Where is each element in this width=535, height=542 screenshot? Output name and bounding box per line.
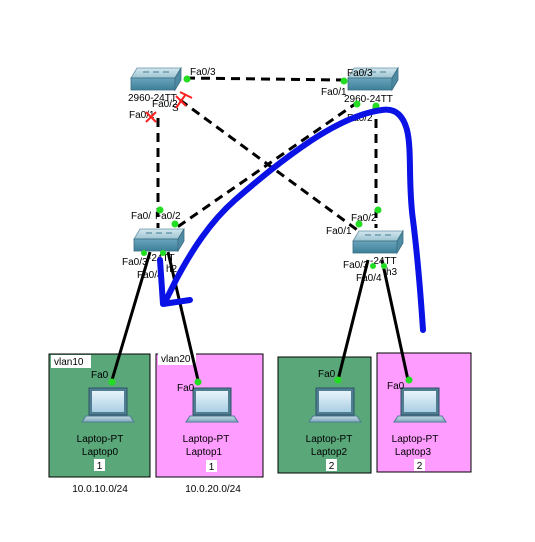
link-tr-ml[interactable] (175, 100, 359, 230)
link-down-markers (145, 91, 193, 123)
switch-top-right[interactable] (347, 66, 399, 92)
port-label: Fa0/ (131, 211, 151, 222)
svg-text:1: 1 (209, 462, 215, 473)
link-ml-laptop1[interactable] (166, 251, 200, 381)
port-label: Fa0/2 (152, 99, 178, 110)
switch-mid-right[interactable] (352, 229, 404, 255)
laptop-2-port: Fa0 (318, 369, 336, 380)
switch-mid-left-name: h2 (166, 264, 178, 275)
laptop-3[interactable] (393, 387, 447, 423)
laptop-0-port: Fa0 (91, 370, 109, 381)
link-mr-laptop2[interactable] (336, 259, 370, 381)
laptop-2-name: Laptop2 (311, 447, 348, 458)
link-ml-laptop0[interactable] (110, 251, 152, 381)
laptop-2[interactable] (308, 387, 362, 423)
port-label: Fa0/1 (326, 226, 352, 237)
access-links (110, 251, 410, 381)
port-label: Fa0/1 (321, 87, 347, 98)
link-tl-tr[interactable] (185, 76, 345, 82)
laptop-3-type: Laptop-PT (392, 434, 439, 445)
port-label: Fa0/4 (137, 270, 163, 281)
network-note-10: 10.0.10.0/24 (72, 484, 128, 495)
laptop-1[interactable] (185, 387, 239, 423)
port-label: Fa0/4 (356, 273, 382, 284)
switch-mid-left[interactable] (133, 227, 185, 253)
link-mr-laptop3[interactable] (380, 259, 410, 381)
port-label: Fa0/3 (190, 67, 216, 78)
blocked-port-icon (145, 111, 157, 123)
cluster-label-vlan10: vlan10 (54, 357, 84, 368)
trunk-links (156, 76, 378, 234)
laptop-0-type: Laptop-PT (77, 434, 124, 445)
laptop-2-type: Laptop-PT (306, 434, 353, 445)
switch-mid-right-name: h3 (386, 267, 398, 278)
laptop-0-name: Laptop0 (82, 447, 119, 458)
switch-top-left[interactable] (130, 66, 182, 92)
port-label: Fa0/2 (155, 211, 181, 222)
port-label: Fa0/3 (343, 260, 369, 271)
cluster-vlan10-laptop0: vlan10 (48, 353, 151, 478)
switch-top-right-model: 2960-24TT (344, 94, 393, 105)
laptop-0-vlan-tag: 1 (94, 459, 105, 472)
port-label: Fa0/2 (351, 213, 377, 224)
laptop-3-port: Fa0 (387, 381, 405, 392)
cluster-label-vlan20: vlan20 (161, 354, 191, 365)
laptop-3-vlan-tag: 2 (414, 459, 425, 472)
switch-mid-right-model: -24TT (370, 256, 397, 267)
svg-text:2: 2 (417, 461, 423, 472)
svg-text:2: 2 (329, 461, 335, 472)
laptop-1-port: Fa0 (177, 383, 195, 394)
switch-top-left-name: S (172, 103, 179, 114)
laptop-1-name: Laptop1 (186, 447, 223, 458)
link-tl-mr[interactable] (179, 98, 361, 234)
network-note-20: 10.0.20.0/24 (185, 484, 241, 495)
annotation-arrow (157, 106, 426, 333)
laptop-0[interactable] (81, 387, 135, 423)
port-label: Fa0/3 (347, 68, 373, 79)
blocked-port-icon (175, 91, 193, 109)
port-label: Fa0/1 (129, 110, 155, 121)
link-status-lights (108, 75, 413, 386)
laptop-2-vlan-tag: 2 (326, 459, 337, 472)
laptop-1-type: Laptop-PT (183, 434, 230, 445)
laptop-1-vlan-tag: 1 (206, 460, 217, 473)
switch-top-left-model: 2960-24TT (128, 93, 177, 104)
port-label: Fa0/3 (122, 257, 148, 268)
svg-text:1: 1 (97, 461, 103, 472)
laptop-3-name: Laptop3 (395, 447, 432, 458)
